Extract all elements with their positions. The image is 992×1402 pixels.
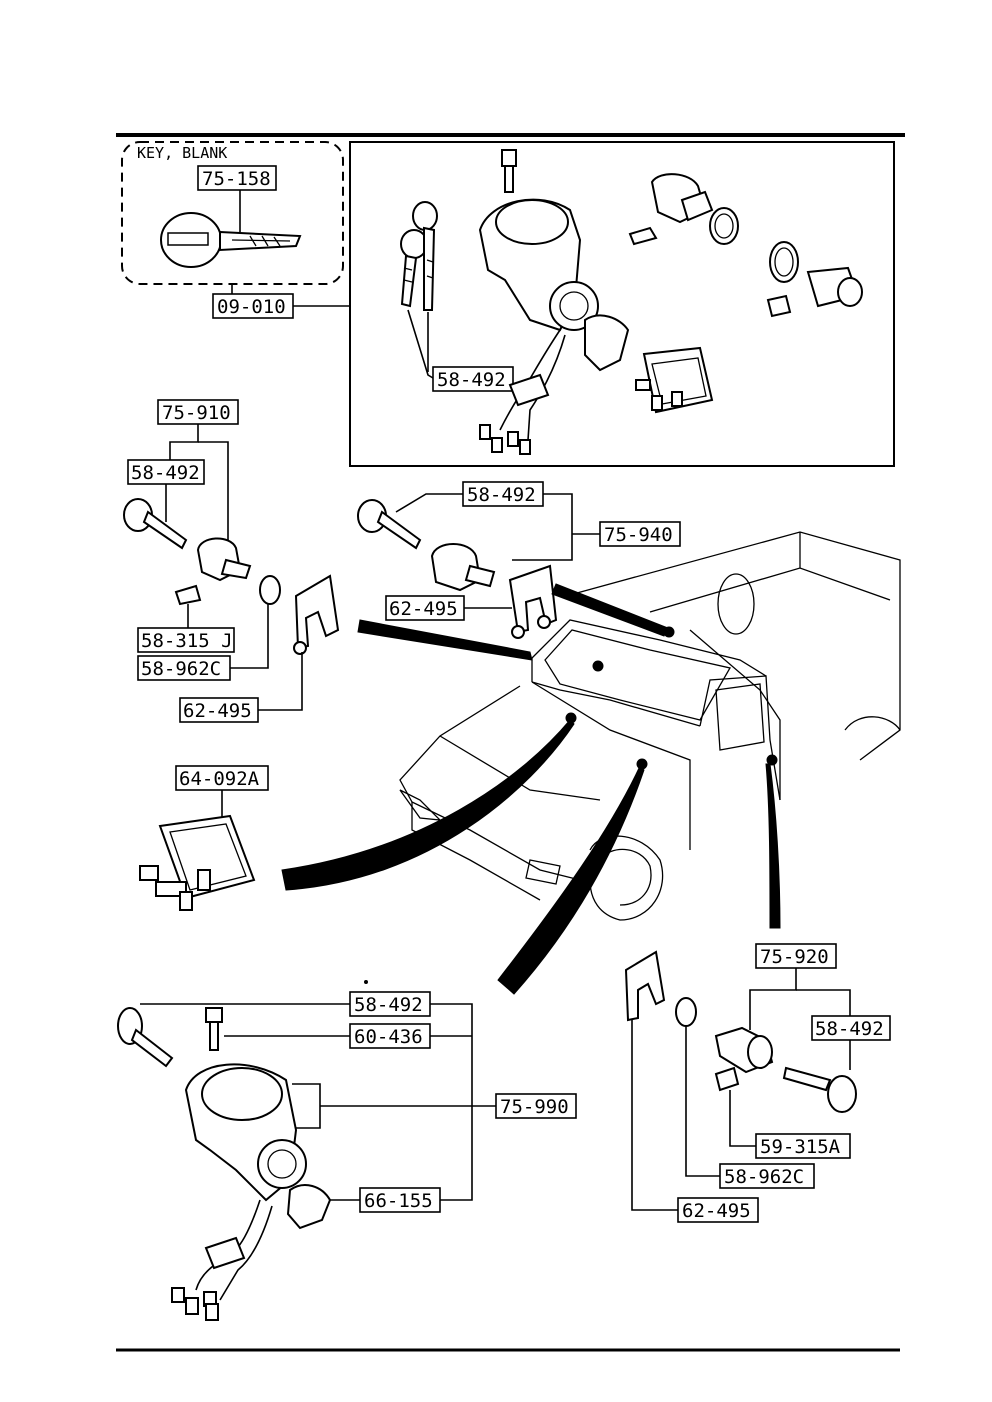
glovebox-cylinder-icon (430, 543, 496, 592)
callout-58-492-glove[interactable]: 58-492 (467, 484, 536, 506)
callout-box-75-990 (495, 1093, 577, 1119)
ignition-group: 58-492 60-436 75-990 (117, 991, 577, 1321)
glovebox-lock-icon (139, 814, 256, 911)
key-pair-icon (400, 201, 438, 311)
lock-set-frame (349, 141, 895, 467)
left-door-retainer-icon (293, 574, 340, 655)
callout-box-58-492-ign (349, 991, 431, 1017)
callout-66-155[interactable]: 66-155 (364, 1190, 433, 1212)
lock-set-group: 09-010 58-492 (212, 141, 895, 467)
ignition-key-icon (117, 1007, 174, 1068)
bolt-icon (501, 149, 517, 193)
left-door-cylinder-icon (196, 537, 252, 582)
callout-58-962C-right[interactable]: 58-962C (724, 1166, 804, 1188)
left-door-seal-icon (259, 575, 281, 605)
right-door-retainer-icon (624, 950, 666, 1022)
right-door-group: 75-920 58-492 59-315A 58-962C 62-495 (624, 943, 891, 1223)
key-blank-frame (121, 141, 344, 285)
callout-59-315A[interactable]: 59-315A (760, 1136, 841, 1158)
key-blank-icon (160, 212, 302, 268)
callout-box-58-492-set (432, 366, 514, 392)
glovebox-lock-group: 64-092A (139, 765, 269, 911)
callout-box-62-495-glove (385, 595, 465, 621)
callout-62-495-glove[interactable]: 62-495 (389, 598, 458, 620)
callout-box-58-962C-right (719, 1163, 815, 1189)
callout-58-492-left[interactable]: 58-492 (131, 462, 200, 484)
callout-box-64-092A (175, 765, 269, 791)
callout-75-910[interactable]: 75-910 (162, 402, 231, 424)
callout-58-315J[interactable]: 58-315 J (141, 630, 233, 652)
callout-box-09-010 (212, 293, 294, 319)
callout-box-62-495-right (677, 1197, 759, 1223)
key-blank-caption: KEY, BLANK (137, 144, 227, 162)
right-door-cylinder-icon (714, 1026, 774, 1092)
callout-75-940[interactable]: 75-940 (604, 524, 673, 546)
left-door-group: 75-910 58-492 58-315 J 58-962C 62-495 (123, 399, 340, 723)
truck-illustration (399, 531, 901, 921)
cylinder-icon-upper (628, 173, 739, 246)
callout-box-59-315A (755, 1133, 851, 1159)
callout-58-492-right[interactable]: 58-492 (815, 1018, 884, 1040)
leader-wedges (281, 583, 781, 995)
callout-box-58-492-right (811, 1015, 891, 1041)
glovebox-lock-set-icon (635, 346, 714, 414)
callout-75-158[interactable]: 75-158 (202, 168, 271, 190)
callout-64-092A[interactable]: 64-092A (179, 768, 260, 790)
callout-09-010[interactable]: 09-010 (217, 296, 286, 318)
glovebox-retainer-icon (508, 564, 558, 639)
left-door-clip-icon (174, 584, 202, 606)
ignition-lock-body-icon (171, 1063, 332, 1321)
cylinder-icon-lower (766, 241, 863, 318)
callout-box-75-910 (157, 399, 239, 425)
callout-62-495-left[interactable]: 62-495 (183, 700, 252, 722)
callout-75-920[interactable]: 75-920 (760, 946, 829, 968)
callout-box-66-155 (359, 1187, 441, 1213)
callout-box-75-920 (755, 943, 837, 969)
right-door-key-icon (782, 1066, 857, 1113)
callout-60-436[interactable]: 60-436 (354, 1026, 423, 1048)
left-door-key-icon (123, 498, 188, 550)
ignition-lock-icon (478, 198, 630, 455)
callout-box-58-962C-left (137, 655, 231, 681)
callout-62-495-right[interactable]: 62-495 (682, 1200, 751, 1222)
callout-58-492-set[interactable]: 58-492 (437, 369, 506, 391)
callout-58-962C-left[interactable]: 58-962C (141, 658, 221, 680)
callout-box-60-436 (349, 1023, 431, 1049)
ignition-bolt-icon (205, 1007, 223, 1051)
right-door-seal-icon (675, 997, 697, 1027)
glovebox-key-icon (357, 499, 422, 550)
callout-75-990[interactable]: 75-990 (500, 1096, 569, 1118)
callout-box-58-315J (137, 627, 235, 653)
glovebox-group: 58-492 75-940 62-495 (357, 481, 681, 639)
callout-58-492-ign[interactable]: 58-492 (354, 994, 423, 1016)
key-blank-group: KEY, BLANK 75-158 (121, 141, 344, 285)
callout-box-75-158 (197, 165, 277, 191)
